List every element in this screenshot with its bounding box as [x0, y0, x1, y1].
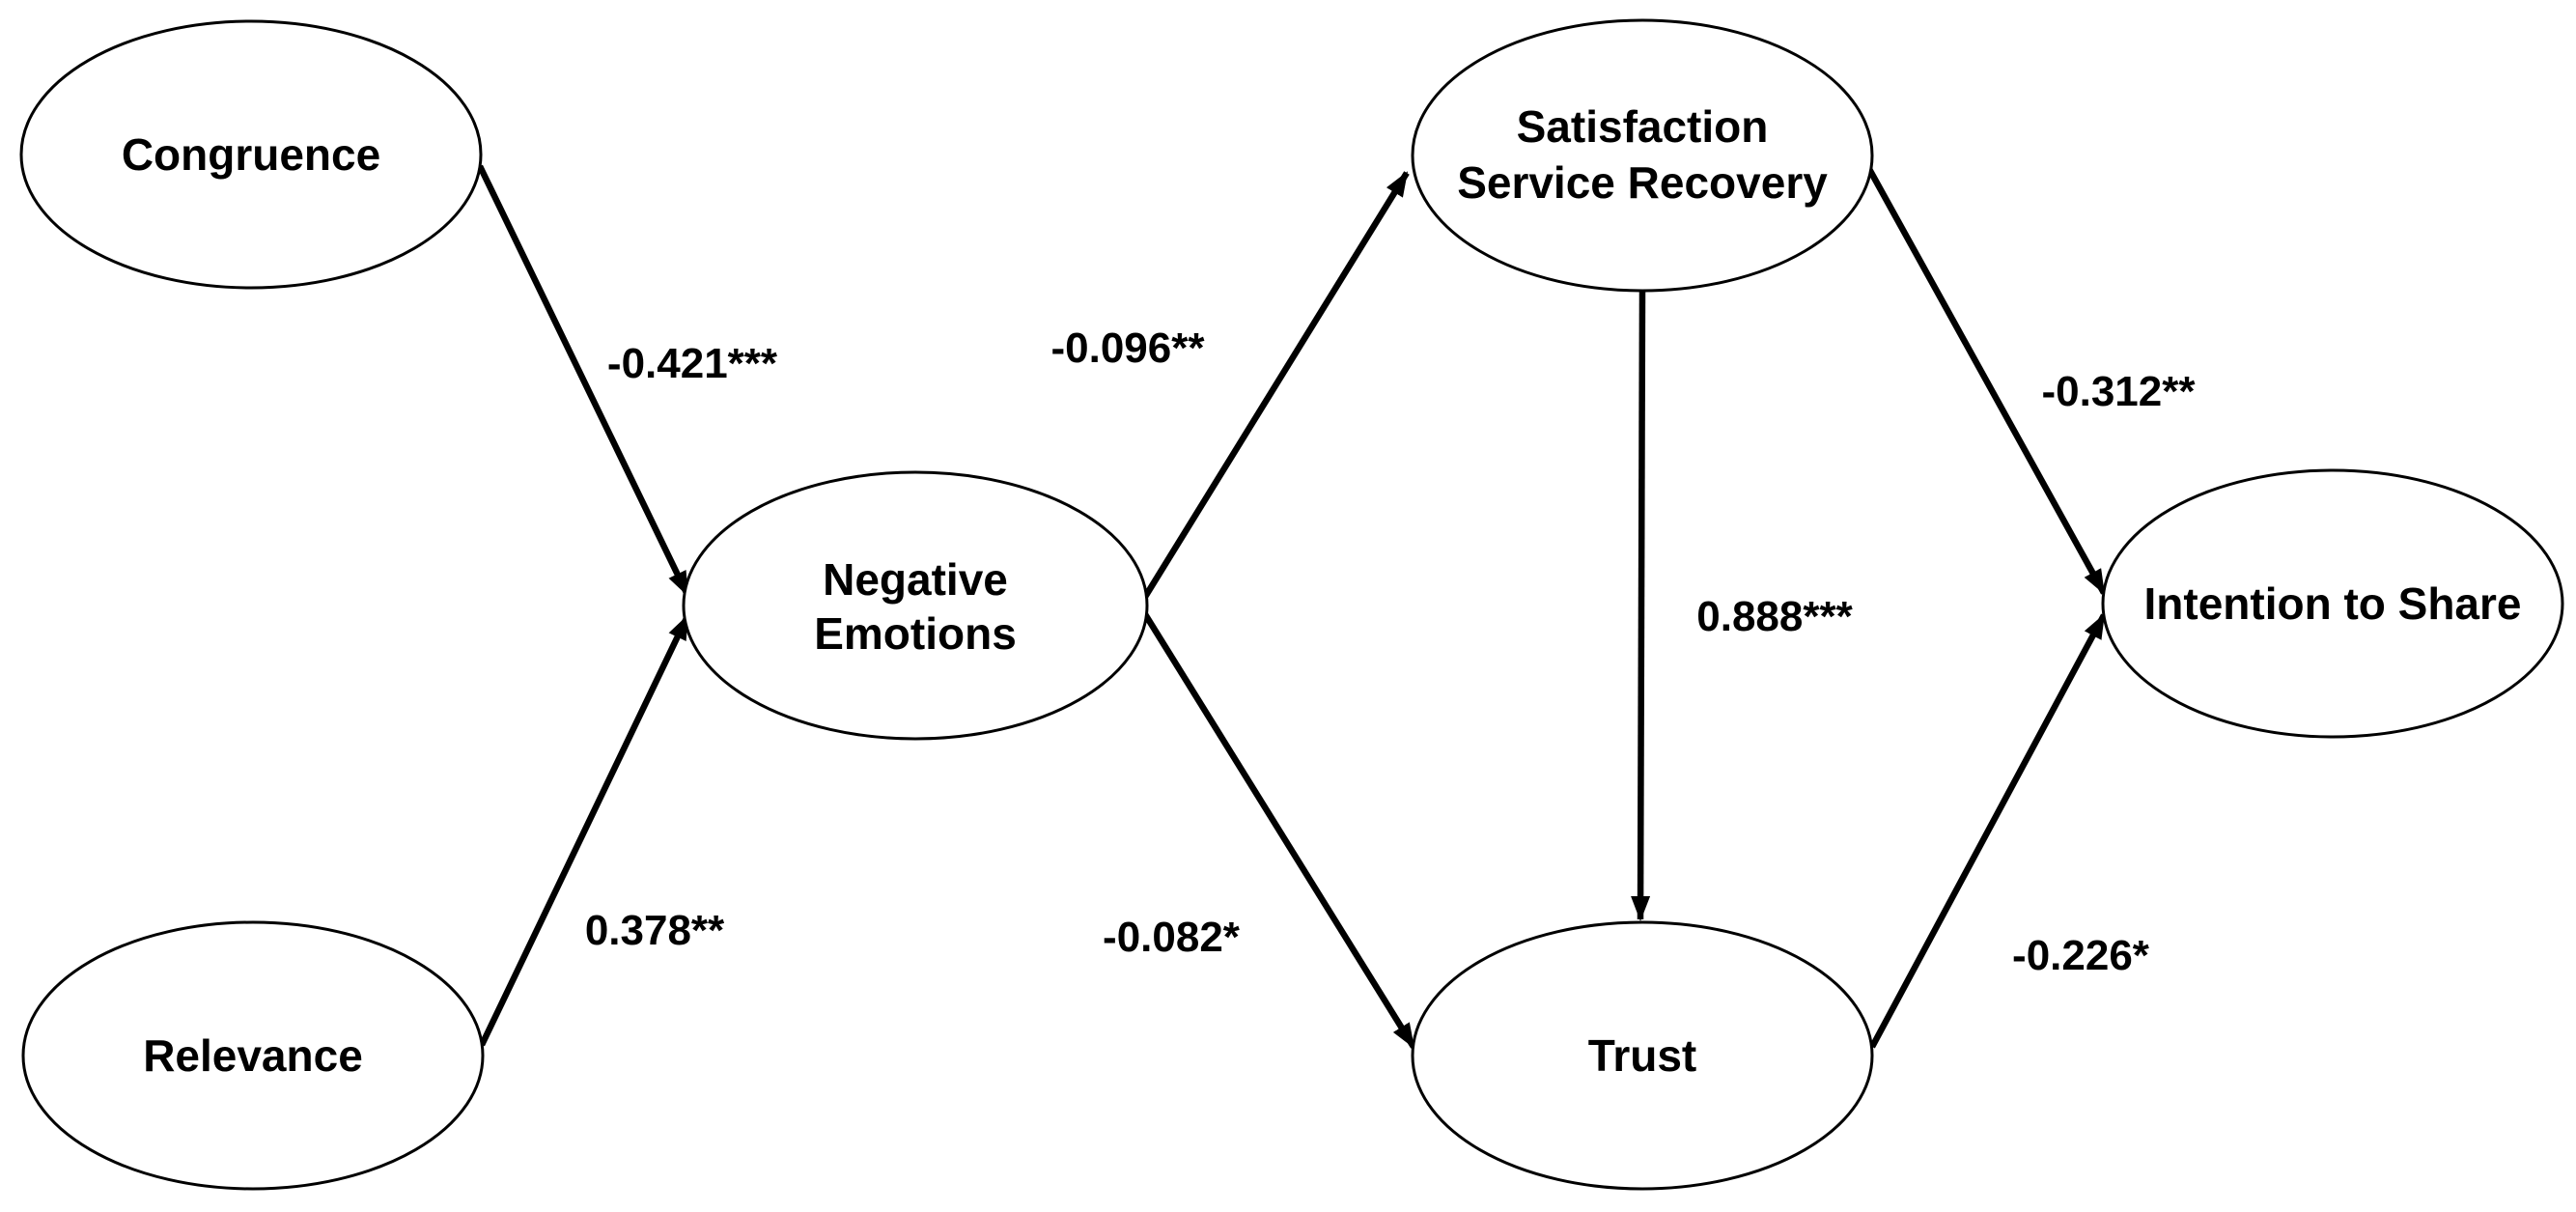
node-label-negative-emotions-line2: Emotions [814, 608, 1017, 659]
node-intention-to-share [2101, 468, 2564, 739]
node-label-negative-emotions-line1: Negative [823, 554, 1008, 605]
node-label-trust: Trust [1588, 1030, 1696, 1081]
nodes: Congruence Relevance Negative Emotions S… [19, 18, 2564, 1191]
edge-trust-to-intention [1869, 613, 2107, 1049]
node-trust [1411, 920, 1874, 1191]
coefficient-satisfaction-to-trust: 0.888*** [1696, 593, 1853, 640]
coefficient-negative-emotions-to-satisfaction: -0.096** [1050, 324, 1205, 372]
edge-satisfaction-to-trust [1631, 288, 1651, 921]
node-label-congruence: Congruence [122, 129, 380, 180]
edge-negative-emotions-to-trust [1142, 612, 1416, 1049]
node-relevance [21, 920, 485, 1191]
node-label-satisfaction-line1: Satisfaction [1517, 101, 1769, 152]
node-satisfaction-service-recovery [1411, 18, 1874, 293]
coefficient-trust-to-intention: -0.226* [2012, 932, 2150, 979]
coefficient-negative-emotions-to-trust: -0.082* [1103, 914, 1241, 961]
coefficient-congruence-to-negative-emotions: -0.421*** [607, 340, 778, 387]
node-label-satisfaction-line2: Service Recovery [1457, 157, 1828, 208]
node-negative-emotions [682, 470, 1149, 741]
node-label-relevance: Relevance [143, 1030, 363, 1081]
edge-negative-emotions-to-satisfaction [1142, 171, 1410, 599]
edge-relevance-to-negative-emotions [479, 614, 690, 1047]
coefficient-relevance-to-negative-emotions: 0.378** [585, 907, 725, 954]
edge-congruence-to-negative-emotions [477, 164, 690, 597]
coefficient-labels: -0.421*** 0.378** -0.096** -0.082* 0.888… [585, 324, 2197, 979]
node-label-intention-to-share: Intention to Share [2144, 578, 2522, 629]
node-congruence [19, 19, 483, 290]
coefficient-satisfaction-to-intention: -0.312** [2041, 368, 2196, 415]
edge-satisfaction-to-intention [1866, 167, 2107, 595]
edges [477, 164, 2107, 1049]
